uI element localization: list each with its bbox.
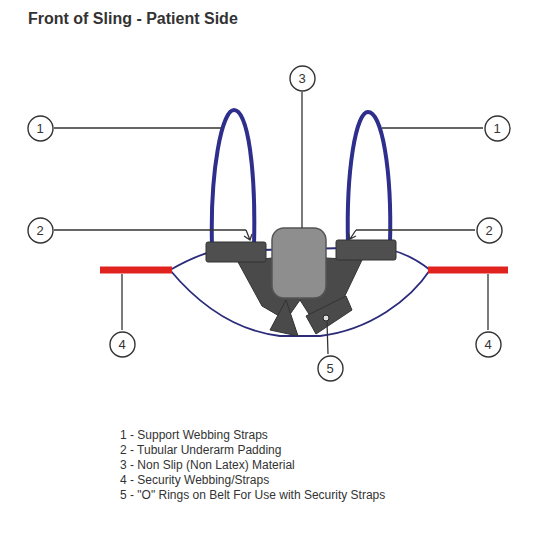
leader-line <box>301 92 302 228</box>
o-ring <box>323 315 329 321</box>
callout-number: 1 <box>27 115 54 142</box>
callout-number: 4 <box>475 331 502 358</box>
key-line: 4 - Security Webbing/Straps <box>120 473 269 487</box>
callout-circle: 1 <box>27 115 54 142</box>
callout-number: 2 <box>476 217 503 244</box>
callout-circle: 2 <box>476 217 503 244</box>
callout-number: 4 <box>109 331 136 358</box>
leader-line <box>487 274 488 330</box>
underarm-padding <box>206 242 266 262</box>
leader-line <box>356 229 475 230</box>
leader-line <box>382 127 483 128</box>
callout-circle: 4 <box>109 331 136 358</box>
key-line: 3 - Non Slip (Non Latex) Material <box>120 458 295 472</box>
callout-number: 5 <box>317 355 344 382</box>
callout-circle: 3 <box>289 65 316 92</box>
belt <box>306 296 352 334</box>
underarm-padding <box>336 240 396 260</box>
key-line: 5 - "O" Rings on Belt For Use with Secur… <box>120 488 385 502</box>
callout-circle: 5 <box>317 355 344 382</box>
callout-circle: 1 <box>484 115 511 142</box>
callout-number: 1 <box>484 115 511 142</box>
leader-line <box>121 274 122 330</box>
security-strap <box>100 267 172 274</box>
leader-line <box>54 127 222 128</box>
belt <box>270 300 298 336</box>
title: Front of Sling - Patient Side <box>28 10 238 28</box>
key-line: 1 - Support Webbing Straps <box>120 428 268 442</box>
callout-circle: 2 <box>27 217 54 244</box>
callout-number: 2 <box>27 217 54 244</box>
non-slip-pad <box>272 228 326 298</box>
key-line: 2 - Tubular Underarm Padding <box>120 443 281 457</box>
security-strap <box>428 267 508 274</box>
callout-number: 3 <box>289 65 316 92</box>
leader-line <box>54 229 246 230</box>
leader-line <box>244 230 252 240</box>
callout-circle: 4 <box>475 331 502 358</box>
support-strap <box>348 112 391 244</box>
support-strap <box>212 110 255 246</box>
leader-line <box>327 322 328 354</box>
leader-line <box>348 230 356 239</box>
